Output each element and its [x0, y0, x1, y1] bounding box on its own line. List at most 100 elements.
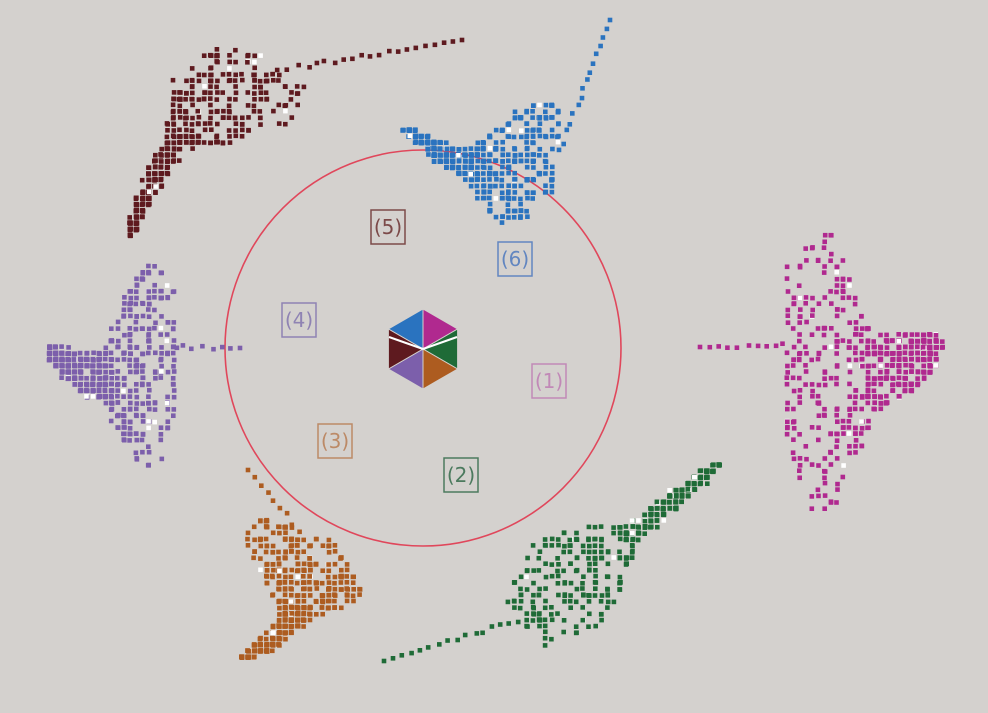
data-point [784, 431, 790, 437]
data-point [264, 568, 270, 573]
data-point [270, 543, 276, 549]
data-point [940, 344, 945, 350]
cluster-1-points [697, 232, 945, 511]
data-point [170, 109, 176, 115]
data-point [127, 419, 133, 425]
data-point [314, 586, 320, 591]
data-point [797, 332, 802, 337]
data-point [226, 128, 232, 133]
data-point [165, 419, 171, 424]
data-point [890, 382, 896, 387]
data-point [180, 343, 186, 348]
data-point [828, 462, 834, 467]
data-point [692, 475, 698, 480]
data-point [152, 369, 158, 374]
data-point [153, 190, 158, 195]
data-point [518, 586, 523, 592]
data-point [816, 463, 821, 468]
data-point [270, 530, 276, 536]
data-point [487, 183, 493, 189]
data-point [542, 643, 548, 648]
data-point [890, 351, 895, 356]
data-point [413, 45, 419, 51]
data-point [264, 524, 270, 530]
data-point [562, 543, 567, 549]
data-point [295, 91, 301, 96]
data-point [581, 592, 586, 597]
data-point [803, 444, 809, 449]
data-point [264, 562, 269, 567]
data-point [475, 171, 481, 177]
data-point [139, 326, 145, 331]
data-point [146, 263, 151, 269]
data-point [189, 346, 194, 352]
data-point [146, 338, 152, 343]
data-point [245, 543, 251, 548]
data-point [878, 332, 883, 338]
data-point [543, 598, 548, 604]
data-point [456, 158, 462, 163]
cluster-labels: (1)(2)(3)(4)(5)(6) [281, 209, 567, 493]
data-point [648, 511, 653, 517]
data-point [493, 196, 499, 201]
data-point [251, 103, 257, 109]
data-point [257, 642, 263, 647]
data-point [277, 629, 282, 635]
data-point [506, 127, 512, 133]
data-point [809, 357, 814, 363]
data-point [816, 301, 822, 306]
data-point [227, 53, 232, 58]
data-point [847, 394, 853, 399]
data-point [133, 208, 139, 214]
data-point [574, 530, 579, 536]
data-point [487, 152, 492, 157]
data-point [277, 72, 282, 78]
data-point [549, 170, 555, 176]
data-point [822, 493, 828, 498]
data-point [654, 518, 660, 523]
data-point [174, 345, 180, 351]
data-point [258, 543, 264, 549]
data-point [809, 425, 815, 430]
data-point [933, 351, 939, 356]
data-point [115, 393, 120, 399]
data-point [128, 400, 133, 406]
data-point [902, 388, 908, 393]
data-point [878, 357, 883, 363]
data-point [574, 586, 580, 592]
data-point [152, 407, 158, 412]
data-point [512, 153, 518, 158]
data-point [158, 295, 164, 301]
data-point [289, 630, 294, 635]
data-point [165, 128, 170, 133]
data-point [258, 53, 263, 58]
data-point [512, 115, 518, 121]
data-point [450, 158, 456, 164]
data-point [654, 499, 660, 505]
data-point [270, 624, 276, 630]
data-point [344, 562, 350, 567]
data-point [797, 400, 803, 405]
data-point [189, 128, 195, 133]
data-point [437, 139, 443, 145]
data-point [252, 97, 257, 102]
data-point [220, 344, 225, 350]
data-point [418, 140, 424, 146]
cluster-label-box [497, 241, 533, 277]
data-point [908, 381, 914, 387]
data-point [121, 307, 127, 313]
data-point [84, 382, 89, 387]
data-point [834, 363, 840, 368]
data-point [524, 177, 529, 183]
data-point [865, 364, 871, 369]
data-point [251, 72, 256, 78]
data-point [611, 525, 616, 530]
data-point [481, 152, 486, 158]
data-point [841, 431, 846, 436]
data-point [710, 462, 716, 468]
data-point [661, 512, 666, 517]
data-point [277, 568, 282, 573]
data-point [580, 543, 586, 549]
data-point [251, 654, 257, 660]
data-point [164, 332, 170, 337]
